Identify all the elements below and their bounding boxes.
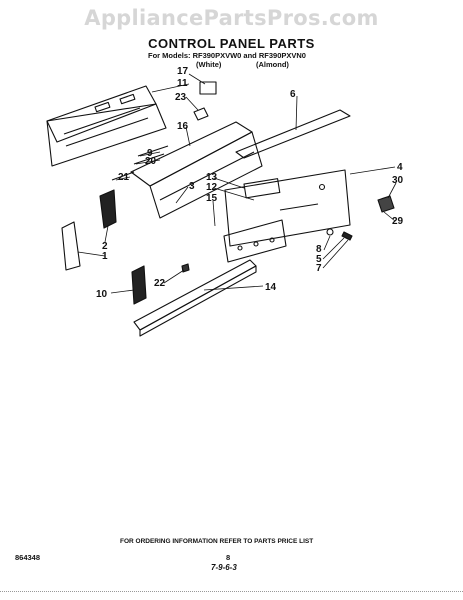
- end-bracket: [61, 221, 81, 271]
- plate-knob: [253, 241, 259, 247]
- screw-21: [111, 171, 135, 181]
- callout-3: 3: [189, 181, 195, 192]
- callout-1: 1: [102, 251, 108, 262]
- callout-16: 16: [177, 121, 189, 132]
- watermark: AppliancePartsPros.com: [84, 6, 379, 30]
- front-panel: [224, 169, 351, 247]
- washer: [326, 228, 334, 236]
- callout-12: 12: [206, 182, 218, 193]
- callout-15: 15: [206, 193, 218, 204]
- revision-code: 7-9-6-3: [211, 563, 237, 572]
- bottom-trim-lip: [139, 265, 257, 337]
- switch: [199, 81, 217, 95]
- page-number: 8: [226, 553, 231, 562]
- back-panel-slot: [63, 107, 141, 135]
- panel-knob-hole: [318, 183, 326, 191]
- callout-2: 2: [102, 241, 108, 252]
- callout-22: 22: [154, 278, 166, 289]
- back-panel-vent: [94, 101, 111, 113]
- control-plate: [223, 219, 287, 263]
- callout-23: 23: [175, 92, 187, 103]
- part-number: 864348: [15, 553, 41, 562]
- trim-strip: [235, 109, 351, 159]
- knob: [377, 195, 395, 213]
- screw-9: [137, 145, 169, 157]
- bottom-trim: [133, 259, 257, 331]
- back-panel-face: [46, 103, 167, 167]
- white-label: (White): [196, 60, 222, 69]
- plate-knob: [269, 237, 275, 243]
- callout-17: 17: [177, 66, 189, 77]
- callout-4: 4: [397, 162, 403, 173]
- callout-13: 13: [206, 172, 218, 183]
- switch-bracket: [193, 107, 209, 121]
- end-cap-lower: [131, 265, 147, 305]
- ordering-note: FOR ORDERING INFORMATION REFER TO PARTS …: [120, 538, 314, 545]
- housing-rib: [159, 151, 255, 201]
- callout-10: 10: [96, 289, 108, 300]
- callout-29: 29: [392, 216, 404, 227]
- back-panel-slot: [65, 117, 149, 147]
- callout-20: 20: [145, 156, 157, 167]
- end-cap-left: [99, 189, 117, 229]
- back-panel-vent: [119, 93, 136, 105]
- callout-9: 9: [147, 148, 153, 159]
- almond-label: (Almond): [256, 60, 289, 69]
- models-line: For Models: RF390PXVW0 and RF390PXVN0: [148, 51, 306, 60]
- callout-30: 30: [392, 175, 404, 186]
- callout-11: 11: [177, 78, 188, 89]
- footer-rule: [0, 591, 463, 592]
- callout-5: 5: [316, 254, 322, 265]
- screw-20: [133, 153, 165, 165]
- diagram-title: CONTROL PANEL PARTS: [148, 36, 315, 51]
- plate-knob: [237, 245, 243, 251]
- callout-21: 21: [118, 172, 130, 183]
- callout-7: 7: [316, 263, 322, 274]
- panel-graphic: [279, 203, 319, 211]
- callout-8: 8: [316, 244, 322, 255]
- callout-6: 6: [290, 89, 296, 100]
- callout-14: 14: [265, 282, 277, 293]
- control-housing-front: [149, 131, 263, 219]
- leader-lines: [77, 73, 397, 294]
- spring: [341, 231, 353, 241]
- clock-window: [243, 178, 281, 199]
